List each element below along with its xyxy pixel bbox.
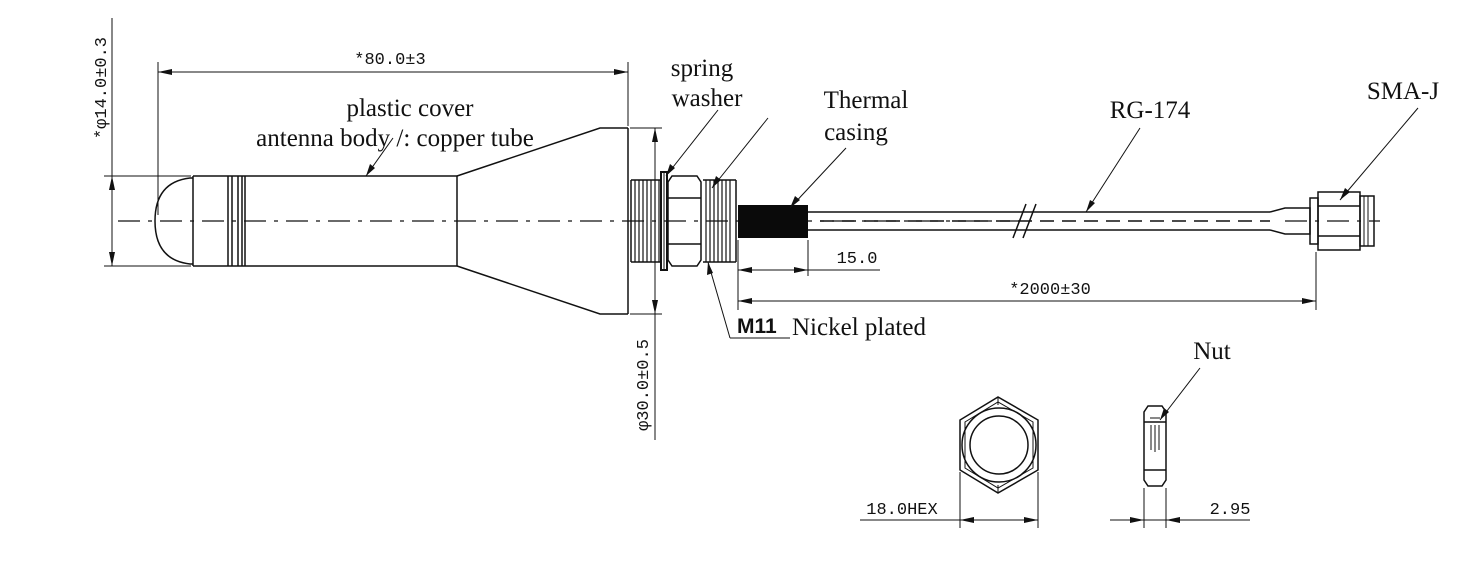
- label-plastic-cover: plastic cover: [346, 95, 474, 122]
- label-nut: Nut: [1193, 338, 1231, 365]
- dim-length-15: 15.0: [737, 240, 880, 310]
- label-washer: washer: [672, 85, 743, 112]
- dim-thickness-295-label: 2.95: [1210, 501, 1251, 520]
- dim-dia-30: φ30.0±0.5: [630, 127, 662, 440]
- dim-length-80-label: *80.0±3: [354, 51, 425, 70]
- leader-sma: [1339, 107, 1419, 201]
- label-nickel-plated: Nickel plated: [792, 314, 926, 341]
- label-antenna-body: antenna body /: copper tube: [256, 125, 534, 152]
- dim-length-15-label: 15.0: [837, 250, 878, 269]
- dim-length-80: *80.0±3: [157, 51, 629, 215]
- sma-connector: [1269, 191, 1380, 251]
- dim-thickness-295: 2.95: [1110, 488, 1250, 528]
- dim-hex-18: 18.0HEX: [860, 472, 1039, 528]
- dim-length-2000: *2000±30: [738, 252, 1317, 310]
- label-m11: M11: [737, 315, 777, 338]
- label-spring: spring: [671, 55, 734, 82]
- spring-washer: [660, 171, 668, 271]
- rg174-cable: [808, 203, 1270, 239]
- thermal-casing: [738, 205, 808, 238]
- leader-rg174: [1085, 127, 1141, 213]
- threaded-mount-rear: [703, 179, 737, 263]
- antenna-body: [244, 127, 629, 315]
- leader-m11: [707, 261, 790, 339]
- hex-nut-side: [667, 175, 702, 267]
- label-casing: casing: [824, 119, 888, 146]
- nut-front-view: [959, 396, 1039, 494]
- leader-antenna-body: [365, 137, 394, 177]
- nut-side-view: [1143, 405, 1167, 487]
- antenna-grip: [192, 175, 245, 267]
- dim-length-2000-label: *2000±30: [1009, 281, 1091, 300]
- leader-spring-washer: [665, 109, 769, 189]
- label-rg174: RG-174: [1110, 97, 1191, 124]
- label-sma-j: SMA-J: [1367, 78, 1440, 105]
- label-thermal: Thermal: [824, 87, 909, 114]
- dim-hex-18-label: 18.0HEX: [866, 501, 937, 520]
- leader-thermal-casing: [789, 147, 847, 209]
- leader-nut: [1159, 367, 1201, 421]
- antenna-tip: [154, 177, 193, 265]
- dim-dia-14-label: *φ14.0±0.3: [93, 37, 112, 139]
- dim-dia-14: *φ14.0±0.3: [93, 18, 191, 267]
- dim-dia-30-label: φ30.0±0.5: [635, 339, 654, 431]
